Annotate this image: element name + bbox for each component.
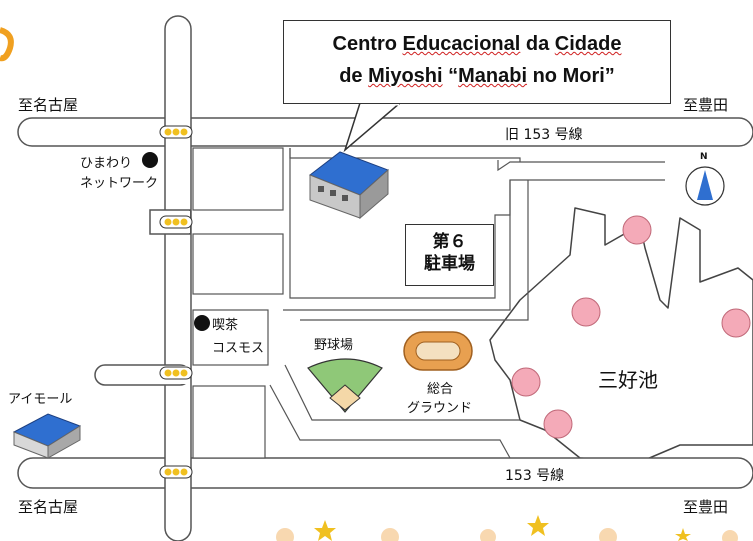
place-himawari-line2: ネットワーク [80,176,159,191]
baseball-field-icon [307,358,383,413]
pond-outline [489,207,753,463]
place-ground-line2: グラウンド [407,401,473,416]
imall-building-icon [12,413,82,459]
place-imall: アイモール [8,392,73,407]
running-track-icon [403,331,473,371]
facility-callout: Centro Educacional da Cidade de Miyoshi … [283,20,671,104]
himawari-marker-icon [142,152,158,168]
block-4 [192,385,266,459]
place-ground-line1: 総合 [427,382,454,397]
place-cafe-line1: 喫茶 [212,318,239,333]
school-building-icon [308,151,389,220]
road-old-153 [17,117,753,147]
road-inner-loop [289,148,521,162]
traffic-light-1 [159,125,193,139]
orange-arc-fragment [0,27,14,62]
traffic-light-4 [159,465,193,479]
decorative-stars [314,515,691,541]
callout-title-line1: Centro Educacional da Cidade [332,33,622,55]
place-cafe-line2: コスモス [212,341,265,356]
block-1 [192,147,284,211]
parking-label: 駐車場 [424,254,475,274]
direction-nagoya-top: 至名古屋 [18,96,79,114]
traffic-light-2 [159,215,193,229]
compass-icon [685,166,725,206]
direction-toyota-top: 至豊田 [683,96,729,114]
decorative-flowers [276,528,738,541]
cherry-tree-icon [511,215,751,439]
parking-6-box: 第６ 駐車場 [405,224,494,286]
road-label-old-153: 旧 153 号線 [505,127,583,143]
traffic-light-3 [159,366,193,380]
road-label-153: 153 号線 [505,468,565,484]
parking-number: 第６ [432,232,467,252]
compass-north-label: N [700,152,708,162]
block-2 [192,233,284,295]
road-route-153 [17,457,753,489]
place-himawari-line1: ひまわり [80,156,133,171]
road-vertical-main [164,15,192,541]
callout-title-line2: de Miyoshi “Manabi no Mori” [339,65,615,87]
place-pond: 三好池 [598,368,658,392]
cafe-marker-icon [194,315,210,331]
direction-toyota-bottom: 至豊田 [683,498,729,516]
place-baseball: 野球場 [314,338,354,353]
direction-nagoya-bottom: 至名古屋 [18,498,79,516]
road-diagonal [269,384,511,459]
